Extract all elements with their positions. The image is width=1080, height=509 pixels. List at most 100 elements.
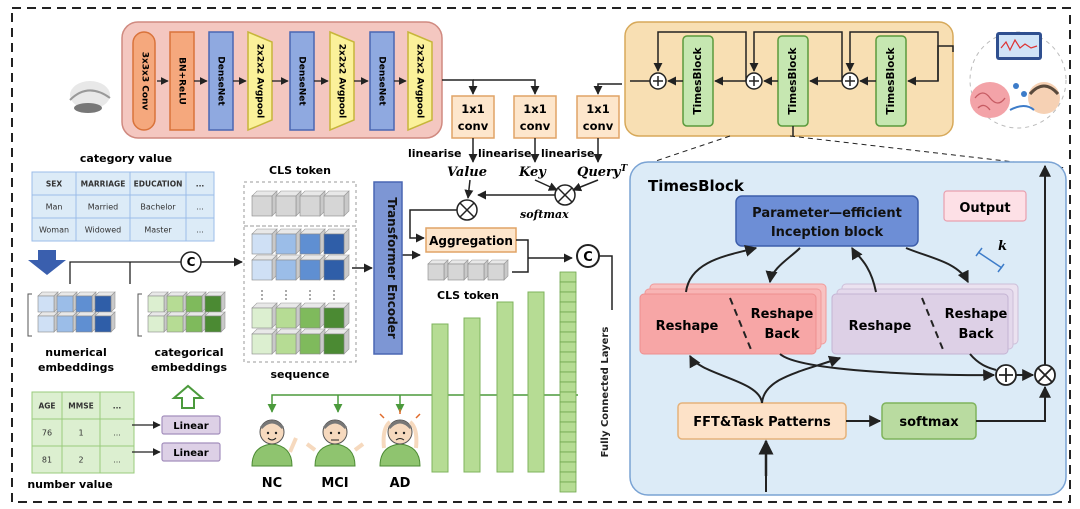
seq-green-1-3 [323,328,350,355]
seq-blue-0-3 [323,228,350,255]
concat-circle-left: C [180,251,202,273]
linearise-label-query: linearise [541,147,594,160]
category-value-label: category value [80,152,172,165]
svg-text:Back: Back [958,327,993,342]
number-table-cell-0-2: ... [113,429,121,438]
category-table: SEXManWomanMARRIAGEMarriedWidowedEDUCATI… [31,171,215,242]
k-period-icon: k [975,239,1007,273]
conv-value-box: 1x1 conv [451,95,495,139]
cls-top-cube-3 [323,190,350,217]
cls-bottom-cube-1 [447,259,469,281]
class-mci-label: MCI [321,476,348,491]
seq-green-0-0 [251,302,278,329]
cls-top-cube-2 [299,190,326,217]
num-emb-0-2 [75,291,97,313]
num-emb-0-1 [56,291,78,313]
svg-text:Parameter—efficient: Parameter—efficient [752,206,902,221]
num-emb-1-1 [56,311,78,333]
number-value-label: number value [27,478,112,491]
num-emb-1-0 [37,311,59,333]
cnn-layer-label-6: DenseNet [377,56,387,106]
cat-emb-1-3 [204,311,226,333]
svg-text:Reshape: Reshape [656,319,719,334]
fc-bar-2 [496,301,514,473]
up-arrow-green [171,384,205,409]
patient-figure-nc [251,419,298,467]
sum-circle [995,364,1017,386]
svg-text:Linear: Linear [173,448,208,459]
mri-brain-image [69,81,111,113]
cls-bottom-cube-3 [487,259,509,281]
reshape-group-purple: Reshape Reshape Back [831,283,1019,355]
down-arrow-blue [28,250,66,275]
cnn-layer-shape-3 [247,30,273,132]
svg-text:k: k [998,239,1007,254]
multiply-key-query [554,184,576,206]
timesblock-top-label-2: TimesBlock [885,46,897,114]
category-table-cell-1-1: Widowed [85,226,121,235]
cnn-layer-label-3: 2x2x2 Avgpool [255,44,265,118]
conv-key-box: 1x1 conv [513,95,557,139]
sequence-label: sequence [271,368,330,381]
product-circle [1034,364,1056,386]
cls-token-bottom: CLS token [427,259,509,302]
timesblock-top-label-1: TimesBlock [787,46,799,114]
category-table-cell-1-3: ... [196,226,204,235]
cls-token-top-label: CLS token [269,164,331,177]
num-emb-0-3 [94,291,116,313]
timesblock-wiring [630,31,954,136]
svg-text:Reshape: Reshape [945,307,1008,322]
fc-bar-1 [463,317,481,473]
cat-emb-0-2 [185,291,207,313]
svg-text:Reshape: Reshape [751,307,814,322]
cnn-layer-shape-2 [208,31,234,131]
number-table-header-1: MMSE [68,402,93,411]
cnn-layer-shape-7 [407,30,433,132]
svg-text:Reshape: Reshape [849,319,912,334]
cat-emb-1-1 [166,311,188,333]
timesblock-top-label-0: TimesBlock [692,46,704,114]
residual-sum-0 [649,72,667,90]
svg-text:Output: Output [959,201,1010,216]
seq-blue-0-0 [251,228,278,255]
num-emb-0-0 [37,291,59,313]
timesblock-detail-title: TimesBlock [648,177,745,195]
svg-text:Aggregation: Aggregation [429,234,513,248]
sequence-frame [243,225,357,363]
category-table-cell-1-0: Woman [39,226,69,235]
number-table: AGE7681MMSE12......... [31,391,135,474]
svg-text:Inception block: Inception block [771,225,884,240]
category-table-header-2: EDUCATION [134,180,183,189]
linearise-label-value: linearise [408,147,461,160]
svg-text:conv: conv [458,119,489,133]
categorical-embeddings [137,291,226,337]
cat-emb-0-1 [166,291,188,313]
cnn-layer-label-5: 2x2x2 Avgpool [337,44,347,118]
category-table-cell-0-1: Married [88,203,118,212]
seq-green-0-3 [323,302,350,329]
seq-blue-1-3 [323,254,350,281]
outer-border [11,7,1071,503]
cnn-layer-label-2: DenseNet [216,56,226,106]
category-table-header-0: SEX [46,180,63,189]
sequence-grid [251,228,350,355]
softmax-small-label: softmax [520,208,569,221]
numerical-embeddings [27,291,116,337]
residual-sum-2 [841,72,859,90]
svg-text:CLS token: CLS token [437,289,499,302]
residual-sum-1 [745,72,763,90]
category-table-cell-0-3: ... [196,203,204,212]
cnn-layer-label-7: 2x2x2 Avgpool [415,44,425,118]
number-table-cell-1-2: ... [113,456,121,465]
cls-top-cube-0 [251,190,278,217]
patient-figure-mci [305,419,365,467]
category-table-cell-1-2: Master [144,226,172,235]
seq-blue-0-1 [275,228,302,255]
seq-blue-1-2 [299,254,326,281]
class-nc-label: NC [262,476,282,491]
cls-bottom-cube-0 [427,259,449,281]
cnn-layer-label-1: BN+ReLU [177,57,187,105]
